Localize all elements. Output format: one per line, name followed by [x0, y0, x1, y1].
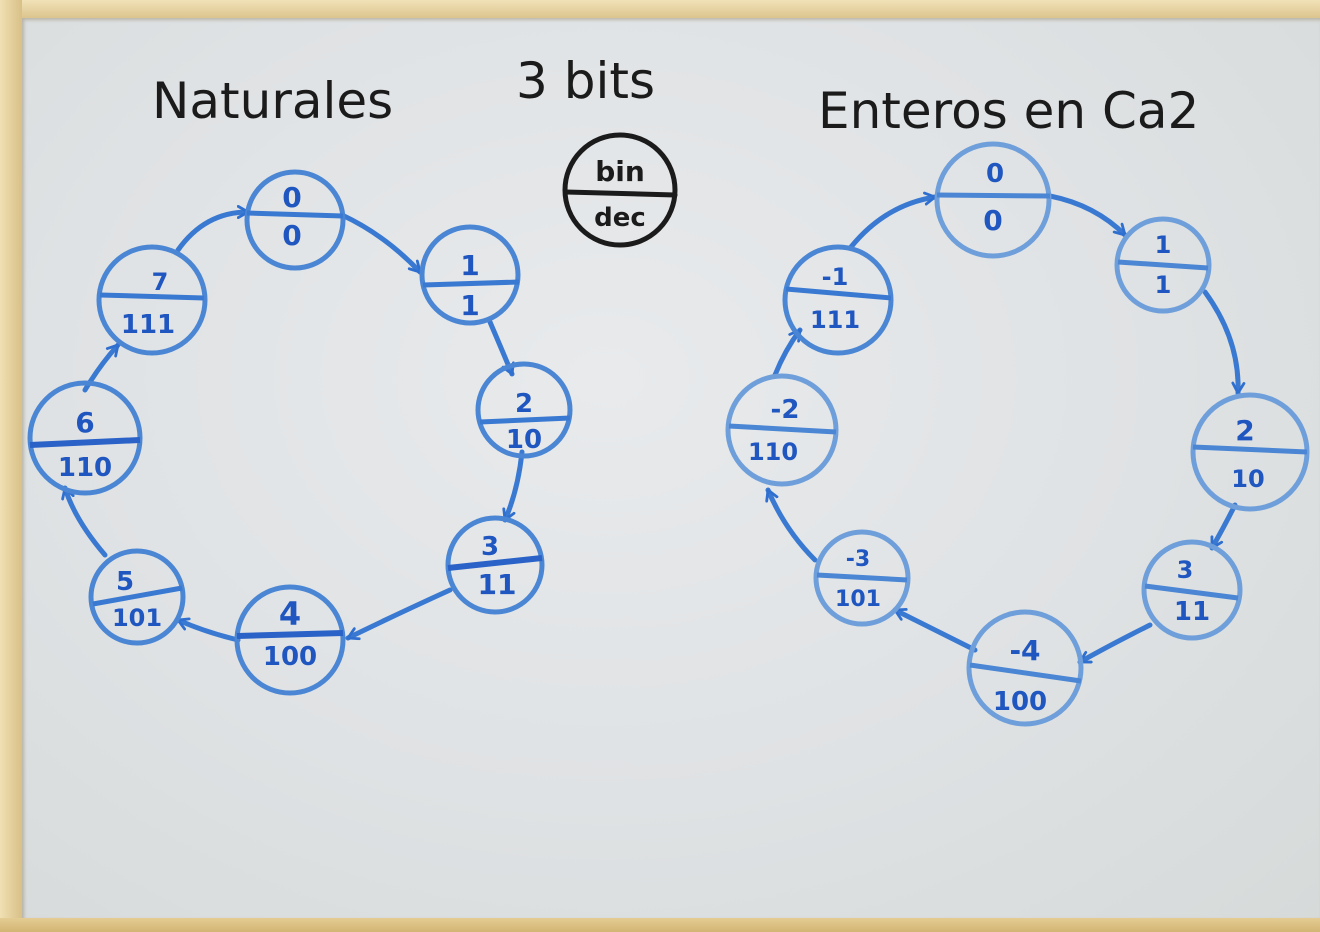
svg-text:111: 111 — [121, 310, 175, 340]
arrow-4-to-5 — [175, 617, 241, 643]
arrow-2-to-3 — [502, 449, 525, 523]
naturales-node-0: 0 0 — [244, 169, 346, 271]
title-enteros-ca2: Enteros en Ca2 — [818, 82, 1199, 140]
svg-text:11: 11 — [478, 568, 517, 601]
naturales-node-6: 6 110 — [27, 380, 143, 496]
title-3-bits: 3 bits — [516, 52, 655, 110]
arrow-3-to-4 — [345, 587, 453, 641]
svg-text:100: 100 — [993, 687, 1047, 717]
svg-text:10: 10 — [1231, 465, 1264, 493]
svg-text:11: 11 — [1174, 597, 1210, 627]
svg-text:0: 0 — [986, 159, 1004, 189]
svg-text:101: 101 — [112, 604, 162, 632]
svg-text:111: 111 — [810, 306, 860, 334]
svg-text:1: 1 — [460, 249, 479, 282]
svg-text:6: 6 — [75, 406, 94, 439]
svg-text:-1: -1 — [822, 263, 849, 291]
arrow-2-to-3 — [1209, 502, 1238, 551]
arrow-7-to-0 — [175, 205, 251, 253]
svg-text:100: 100 — [263, 642, 317, 672]
arrow-0-to-1 — [1047, 193, 1128, 238]
legend-top-label: bin — [595, 155, 645, 188]
wooden-frame-top — [0, 0, 1320, 18]
ca2-node-0: 0 0 — [934, 141, 1052, 259]
title-naturales: Naturales — [152, 72, 393, 130]
svg-text:101: 101 — [835, 587, 881, 612]
naturales-node-2: 2 10 — [475, 361, 573, 459]
ca2-node-m2: -2 110 — [725, 373, 839, 487]
naturales-node-4: 4 100 — [234, 584, 346, 696]
wooden-frame-bottom — [0, 918, 1320, 932]
ca2-node-3: 3 11 — [1141, 539, 1243, 641]
svg-text:3: 3 — [1177, 556, 1194, 584]
arrow-m4-to-m3 — [892, 607, 978, 653]
svg-text:-2: -2 — [771, 395, 800, 425]
arrow-5-to-6 — [61, 485, 108, 558]
arrow-3-to-m4 — [1077, 622, 1153, 665]
naturales-cycle — [61, 205, 525, 643]
svg-text:-3: -3 — [846, 547, 870, 572]
arrow-1-to-2 — [1202, 289, 1246, 396]
ca2-node-1: 1 1 — [1114, 216, 1212, 314]
svg-text:0: 0 — [282, 219, 301, 252]
arrow-6-to-7 — [82, 342, 121, 393]
naturales-node-1: 1 1 — [419, 224, 521, 326]
arrow-0-to-1 — [339, 212, 423, 275]
svg-text:1: 1 — [460, 289, 479, 322]
wooden-frame-left — [0, 0, 22, 932]
naturales-node-7: 7 111 — [96, 244, 208, 356]
legend-circle: bin dec — [562, 132, 678, 248]
ca2-node-m3: -3 101 — [813, 529, 911, 627]
legend-bottom-label: dec — [594, 203, 646, 233]
ca2-node-m4: -4 100 — [966, 609, 1084, 727]
svg-text:0: 0 — [282, 181, 301, 214]
arrow-m3-to-m2 — [765, 487, 818, 563]
svg-text:2: 2 — [1235, 414, 1254, 447]
arrow-m2-to-m1 — [772, 327, 803, 378]
svg-text:7: 7 — [152, 268, 169, 296]
svg-text:3: 3 — [481, 532, 499, 562]
arrow-1-to-2 — [487, 319, 515, 377]
svg-text:-4: -4 — [1009, 634, 1040, 667]
svg-text:110: 110 — [58, 453, 112, 483]
svg-text:5: 5 — [116, 567, 134, 597]
svg-text:1: 1 — [1155, 231, 1172, 259]
naturales-node-5: 5 101 — [88, 548, 186, 646]
svg-text:10: 10 — [506, 425, 542, 455]
svg-text:0: 0 — [983, 204, 1002, 237]
svg-text:2: 2 — [515, 389, 533, 419]
ca2-node-m1: -1 111 — [782, 244, 894, 356]
svg-text:1: 1 — [1155, 271, 1172, 299]
svg-text:110: 110 — [748, 438, 798, 466]
ca2-cycle — [765, 191, 1246, 665]
arrow-m1-to-0 — [848, 191, 938, 250]
svg-text:4: 4 — [279, 595, 301, 633]
ca2-node-2: 2 10 — [1190, 392, 1310, 512]
naturales-node-3: 3 11 — [445, 515, 545, 615]
